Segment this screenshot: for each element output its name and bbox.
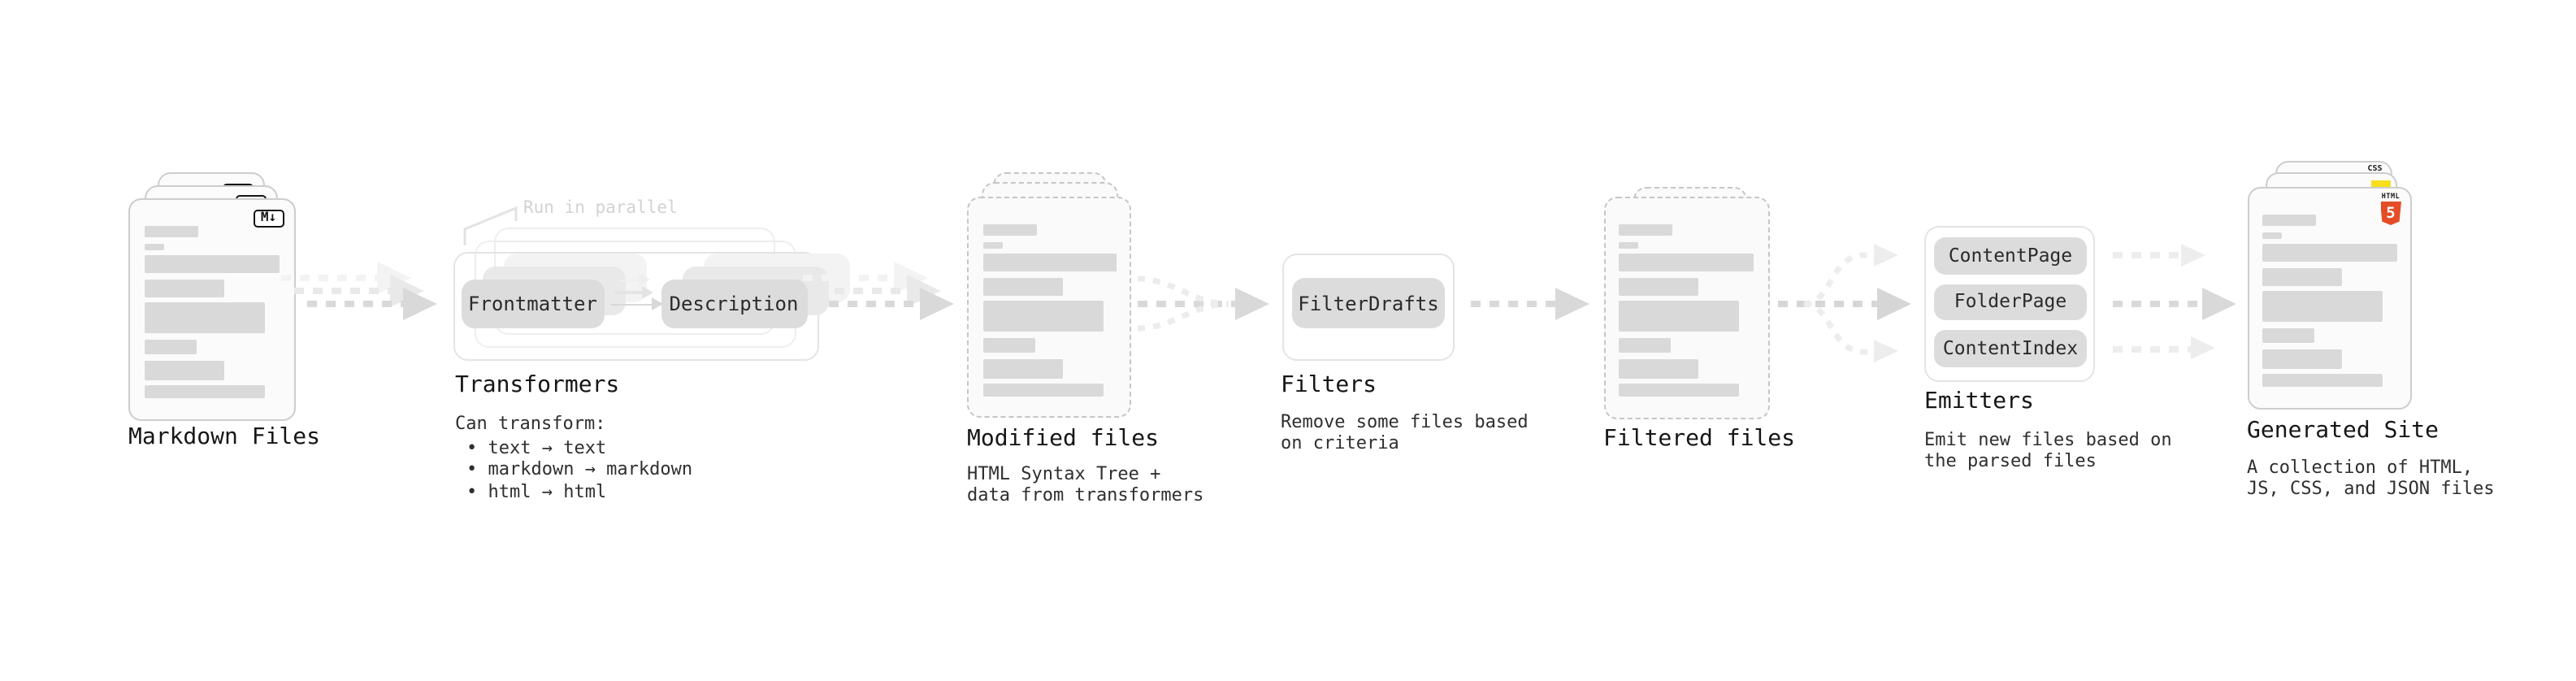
html5-icon: HTML 5 [2379, 193, 2402, 226]
modified-file-card-front [967, 197, 1131, 417]
transformers-description-line: • markdown → markdown [466, 458, 693, 480]
emitter-node-folderpage: FolderPage [1934, 284, 2087, 320]
run-in-parallel-annotation: Run in parallel [523, 198, 678, 218]
modified-files-description-line: data from transformers [967, 484, 1204, 506]
placeholder-text-bars [2262, 215, 2397, 394]
placeholder-text-bars [982, 224, 1117, 402]
html5-shield: 5 [2380, 202, 2401, 225]
fan-arrowhead-bottom [1874, 340, 1898, 362]
emitters-container [1924, 226, 2095, 382]
fan-arrowhead-top [1874, 243, 1898, 266]
filters-container [1281, 254, 1455, 360]
stage-label-markdown-files: Markdown Files [128, 424, 321, 450]
placeholder-text-bars [144, 226, 281, 406]
stage-label-filtered-files: Filtered files [1603, 425, 1796, 451]
emitter-node-contentindex: ContentIndex [1934, 330, 2087, 367]
transformers-description-line: Can transform: [455, 412, 606, 433]
transformers-description-line: • html → html [466, 480, 607, 502]
filters-description-line: on criteria [1281, 432, 1399, 454]
emitters-description-line: the parsed files [1924, 450, 2097, 472]
transformer-node-description: Description [661, 280, 807, 328]
transformer-node-frontmatter: Frontmatter [462, 280, 604, 327]
stage-label-modified-files: Modified files [967, 425, 1160, 451]
stage-label-emitters: Emitters [1924, 388, 2034, 414]
filters-description-line: Remove some files based [1281, 411, 1529, 432]
filtered-file-card-front [1603, 197, 1770, 419]
markdown-icon: M↓ [253, 209, 284, 227]
markdown-file-card-front: M↓ [128, 198, 296, 421]
transformers-description-line: • text → text [466, 437, 607, 458]
stage-label-filters: Filters [1281, 371, 1377, 397]
emitters-description-line: Emit new files based on [1924, 429, 2172, 450]
emitter-node-contentpage: ContentPage [1934, 237, 2087, 274]
placeholder-text-bars [1619, 224, 1755, 404]
generated-site-description-line: A collection of HTML, [2247, 456, 2474, 477]
stage-label-transformers: Transformers [455, 372, 620, 398]
generated-html-file-card: HTML 5 [2247, 187, 2412, 409]
generated-site-description-line: JS, CSS, and JSON files [2247, 477, 2495, 499]
modified-files-description-line: HTML Syntax Tree + [967, 463, 1161, 484]
filter-node-filterdrafts: FilterDrafts [1292, 278, 1445, 328]
stage-label-generated-site: Generated Site [2247, 418, 2439, 444]
